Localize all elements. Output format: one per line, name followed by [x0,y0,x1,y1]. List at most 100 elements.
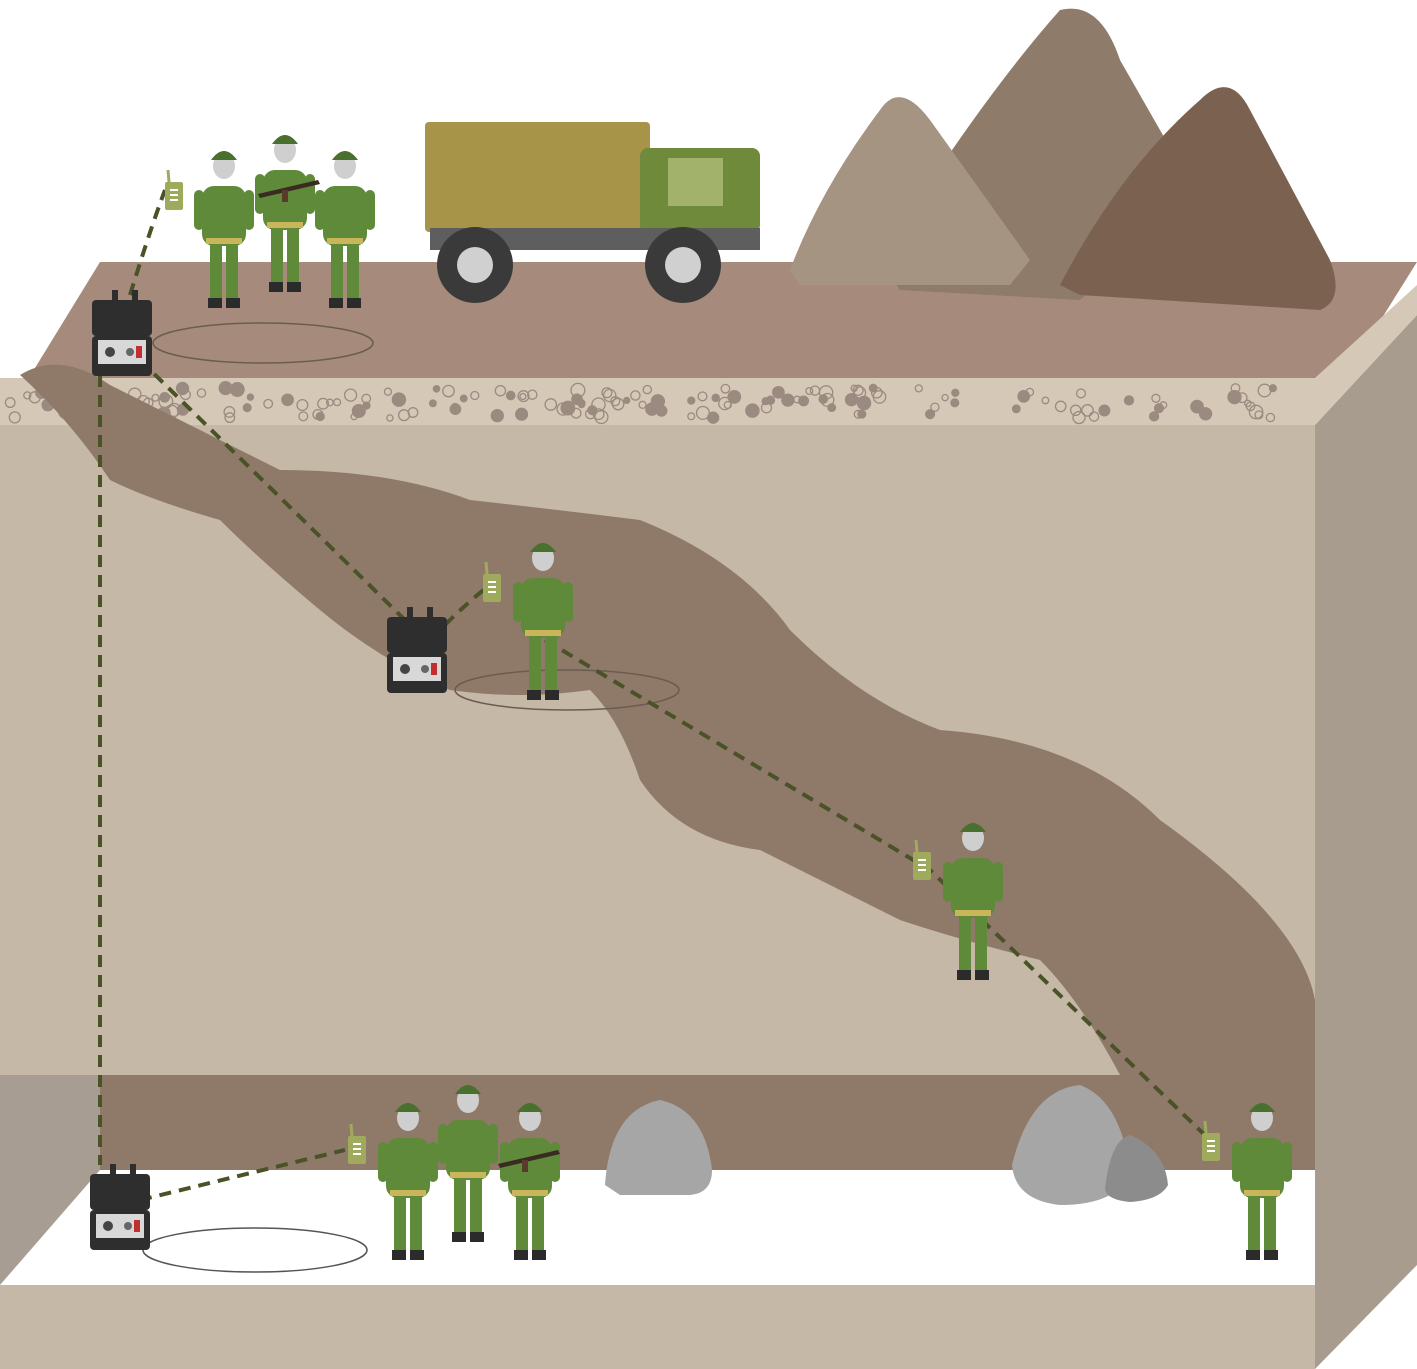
gravel-stone [745,403,760,418]
gravel-stone [325,398,334,407]
gravel-stone [296,398,309,412]
gravel-stone [494,384,507,397]
gravel-stone [591,397,606,412]
bottom-soil [0,1285,1315,1369]
gravel-stone [623,396,631,405]
gravel-stone [263,398,274,409]
gravel-stone [720,383,731,394]
gravel-stone [1017,390,1031,403]
gravel-stone [850,384,858,392]
gravel-stone [391,392,407,407]
gravel-stone [28,391,41,404]
gravel-stone [490,409,504,423]
surface-device [92,290,152,376]
gravel-stone [1245,401,1256,412]
gravel-stone [246,393,255,401]
gravel-stone [1230,383,1241,394]
gravel-stone [223,405,236,418]
gravel-stone [298,411,309,422]
gravel-stone [760,402,773,414]
military-truck [425,122,760,303]
gravel-stone [519,392,527,401]
tunnel-device [387,607,447,693]
gravel-stone [872,390,887,404]
gravel-stone [1265,412,1276,423]
gravel-stone [383,387,393,396]
link-surface-device-to-soldier [128,189,167,296]
gravel-stone [151,393,160,402]
gravel-stone [941,393,949,402]
rock-left [605,1100,712,1195]
gravel-stone [317,397,330,410]
gravel-stone [1075,388,1087,399]
gravel-stone [343,388,358,402]
gravel-stone [432,384,441,393]
ground-marker-surface [152,322,374,364]
gravel-stone [315,411,325,422]
gravel-stone [1190,399,1204,414]
gravel-stone [820,392,835,407]
gravel-stone [642,384,653,395]
gravel-stone [655,404,668,417]
gravel-stone [852,384,864,396]
gravel-stone [687,412,696,421]
gravel-stone [602,388,617,403]
gravel-stone [868,383,878,393]
gravel-stone [1123,395,1135,406]
ground-marker-chamber [142,1227,368,1273]
gravel-stone [687,396,696,405]
gravel-stone [560,400,576,416]
gravel-stone [711,393,720,403]
gravel-stone [4,397,16,409]
gravel-stone [386,414,394,422]
gravel-stone [798,395,810,407]
gravel-stone [407,407,419,418]
gravel-stone [727,390,742,404]
gravel-stone [218,381,233,396]
gravel-stone [844,393,859,407]
rock-right-large [1012,1085,1130,1205]
chamber-floor [0,1170,1315,1285]
gravel-stone [1198,407,1213,421]
gravel-stone [577,400,586,409]
gravel-stone [1153,403,1165,414]
gravel-stone [175,381,190,396]
gravel-stone [224,412,236,424]
gravel-stone [515,407,529,421]
gravel-stone [1011,404,1021,414]
gravel-stone [229,382,245,397]
gravel-stone [630,390,641,401]
gravel-stone [610,396,621,407]
gravel-stone [428,399,437,408]
gravel-stone [449,403,462,415]
gravel-stone [1081,404,1094,417]
gravel-stone [584,408,596,420]
gravel-stone [853,409,863,419]
gravel-stone [601,387,613,399]
gravel-stone [1254,410,1264,420]
gravel-stone [1088,411,1100,422]
gravel-stone [925,409,936,420]
gravel-stone [570,382,586,398]
gravel-stone [362,401,371,410]
gravel-stone [505,390,516,401]
gravel-stone [1041,396,1050,405]
gravel-stone [1257,383,1272,398]
gravel-stone [805,386,814,396]
rock-right-small [1105,1135,1168,1202]
gravel-stone [281,393,294,407]
gravel-stone [827,403,837,413]
gravel-stone [951,388,960,397]
gravel-stone [1148,411,1160,422]
side-face [1315,315,1417,1369]
gravel-stone [527,389,538,400]
gravel-stone [242,403,252,413]
gravel-stone [1244,399,1252,408]
gravel-stone [1227,389,1242,405]
gravel-stone [930,402,940,412]
gravel-stone [914,384,923,393]
ground-marker-tunnel [454,669,680,711]
gravel-stone [707,411,720,424]
gravel-stone [350,413,358,421]
